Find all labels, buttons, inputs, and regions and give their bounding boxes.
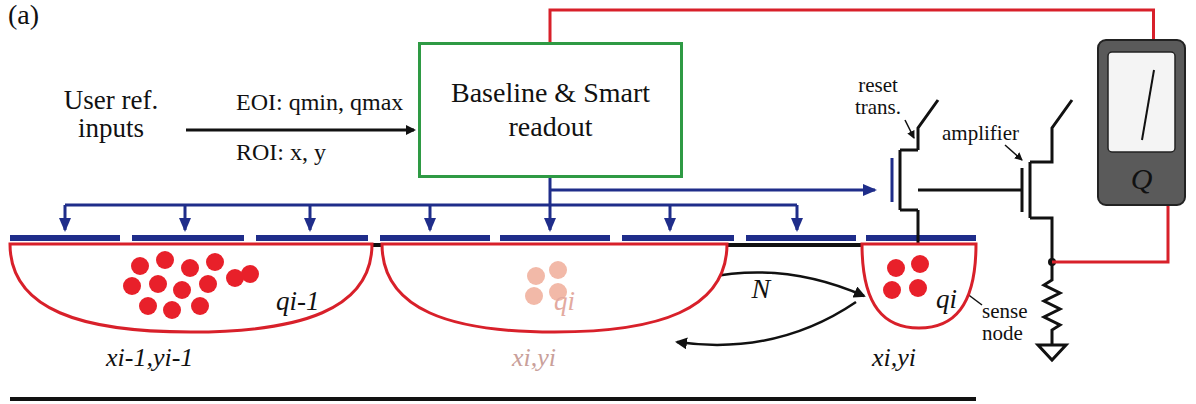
- edge-label: N: [750, 274, 773, 303]
- callout-label: reset trans.: [838, 74, 918, 118]
- signal-label: EOI: qmin, qmax: [236, 90, 403, 115]
- pixel-coordinate: xi,yi: [872, 344, 916, 371]
- node-shape: [418, 42, 683, 178]
- ground-symbol: [1038, 345, 1066, 360]
- input-label: User ref. inputs: [36, 86, 186, 143]
- callout-label: amplifier: [942, 122, 1019, 144]
- signal-label: ROI: x, y: [236, 140, 326, 165]
- connector: [677, 302, 856, 345]
- node-text: qi-1: [276, 286, 320, 317]
- node-shape: [862, 244, 976, 328]
- pixel-coordinate: xi-1,yi-1: [106, 344, 193, 371]
- load-resistor: [1044, 262, 1060, 345]
- pixel-well: qi-1: [10, 244, 372, 332]
- readout-box: Baseline & Smart readout: [418, 42, 683, 178]
- output-wire: [1052, 205, 1168, 262]
- pixel-well: qi: [382, 244, 727, 332]
- leader-line: [1005, 145, 1022, 160]
- input-arrow: [186, 129, 414, 132]
- sense-node-well: qi: [862, 244, 976, 328]
- control-bus: [65, 178, 875, 230]
- pixel-coordinate: xi,yi: [512, 344, 556, 371]
- charge-meter: Q: [1098, 40, 1185, 205]
- node-text: qi: [936, 284, 957, 315]
- callout-label: sense node: [982, 300, 1044, 344]
- leader-line: [905, 120, 914, 138]
- amplifier-transistor: [918, 100, 1072, 262]
- node-text: Q: [1098, 162, 1185, 196]
- panel-letter: (a): [8, 0, 39, 29]
- node-text: Baseline & Smart readout: [428, 76, 673, 143]
- gate-electrodes: [10, 235, 976, 241]
- node-text: qi: [554, 286, 575, 317]
- connector: [550, 10, 1154, 42]
- substrate-line: [10, 397, 976, 401]
- reset-transistor: [892, 100, 938, 244]
